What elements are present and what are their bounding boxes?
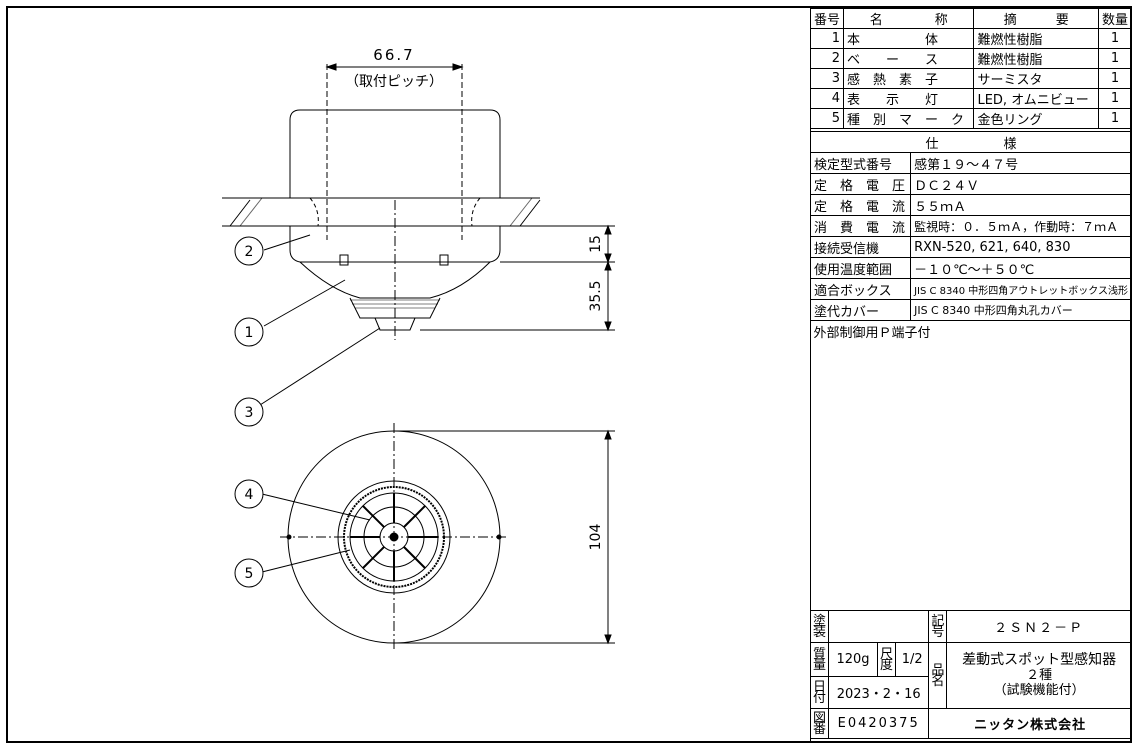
scale-value: 1/2	[894, 642, 930, 677]
callout-3	[234, 397, 264, 427]
parts-header-no: 番号	[809, 8, 845, 29]
callout-2	[234, 236, 264, 266]
pitch-note: （取付ピッチ）	[345, 74, 443, 90]
date-label: 日付	[809, 676, 830, 709]
table-row: 3 感 熱 素 子 サーミスタ 1	[809, 68, 1133, 89]
outlet-box	[289, 109, 501, 199]
table-row: 使用温度範囲－１０℃～＋５０℃	[809, 257, 1132, 279]
parts-header-qty: 数量	[1097, 8, 1133, 29]
callout-1-label: 1	[245, 325, 254, 341]
dia-value: 104	[588, 524, 604, 551]
callout-1	[234, 317, 264, 347]
callout-4	[234, 479, 264, 509]
mass-value: 120g	[828, 642, 878, 677]
paint-label: 塗装	[809, 610, 830, 643]
table-row: 1 本 体 難燃性樹脂 1	[809, 28, 1133, 49]
sidebar-divider	[810, 8, 811, 741]
table-row: 消 費 電 流監視時：０．５ｍＡ，作動時：７ｍＡ	[809, 215, 1132, 237]
title-block: 塗装 記号 ２ＳＮ２－Ｐ 質量 120g 尺度 1/2 品名 差動式スポット型感…	[809, 610, 1132, 739]
callout-5-label: 5	[245, 566, 254, 582]
table-row: 2 ベ ー ス 難燃性樹脂 1	[809, 48, 1133, 69]
callout-5	[234, 558, 264, 588]
product-name-line2: ２種	[1026, 668, 1053, 683]
mark-label: 記号	[928, 610, 948, 643]
name-label: 品名	[928, 642, 948, 709]
pitch-value: 66.7	[373, 46, 414, 64]
table-row: 5 種 別 マ ー ク 金色リング 1	[809, 108, 1133, 129]
model-code: ２ＳＮ２－Ｐ	[946, 610, 1132, 643]
product-name-line3: （試験機能付）	[993, 683, 1085, 698]
drawing-number: E0420375	[828, 708, 930, 739]
manufacturer-name: ニッタン株式会社	[928, 708, 1132, 739]
parts-header-name: 名 称	[843, 8, 975, 29]
drawing-no-label: 図番	[809, 708, 830, 739]
callout-3-label: 3	[245, 405, 254, 421]
h1-value: 15	[588, 235, 604, 253]
table-row: 検定型式番号感第１９～４７号	[809, 152, 1132, 174]
table-row: 4 表 示 灯 LED, オムニビュー 1	[809, 88, 1133, 109]
technical-drawing: 2 1 3 4 5 66.7 （取付ピッチ） 15 35.5 104	[222, 46, 615, 651]
scale-label: 尺度	[876, 642, 897, 677]
callout-2-label: 2	[245, 244, 254, 260]
drawing-frame	[6, 6, 1132, 743]
mass-label: 質量	[809, 642, 830, 677]
product-name-line1: 差動式スポット型感知器	[962, 652, 1117, 668]
h2-value: 35.5	[588, 280, 604, 311]
parts-table: 番号 名 称 摘 要 数量 1 本 体 難燃性樹脂 1 2 ベ ー ス 難燃性樹…	[809, 8, 1133, 129]
parts-header-spec: 摘 要	[973, 8, 1099, 29]
spec-title: 仕 様	[810, 131, 1132, 153]
date-value: 2023・2・16	[828, 676, 930, 709]
spec-note: 外部制御用Ｐ端子付	[813, 325, 931, 341]
callout-4-label: 4	[245, 487, 254, 503]
